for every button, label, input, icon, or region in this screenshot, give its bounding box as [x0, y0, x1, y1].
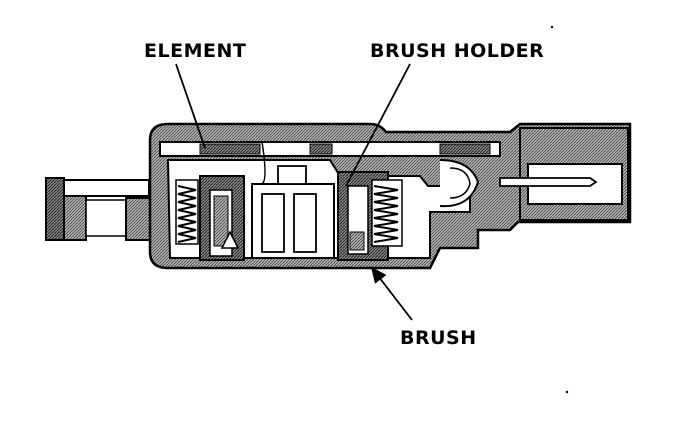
left-spring — [175, 179, 199, 245]
element-label: ELEMENT — [144, 40, 247, 62]
rotor — [251, 141, 335, 259]
connector — [439, 127, 629, 221]
brush-label: BRUSH — [400, 327, 477, 349]
left-shaft — [45, 177, 151, 241]
brush-holder-label: BRUSH HOLDER — [370, 40, 545, 62]
left-brush-holder — [199, 175, 245, 261]
right-spring — [371, 179, 403, 247]
leader-lines — [175, 63, 413, 321]
